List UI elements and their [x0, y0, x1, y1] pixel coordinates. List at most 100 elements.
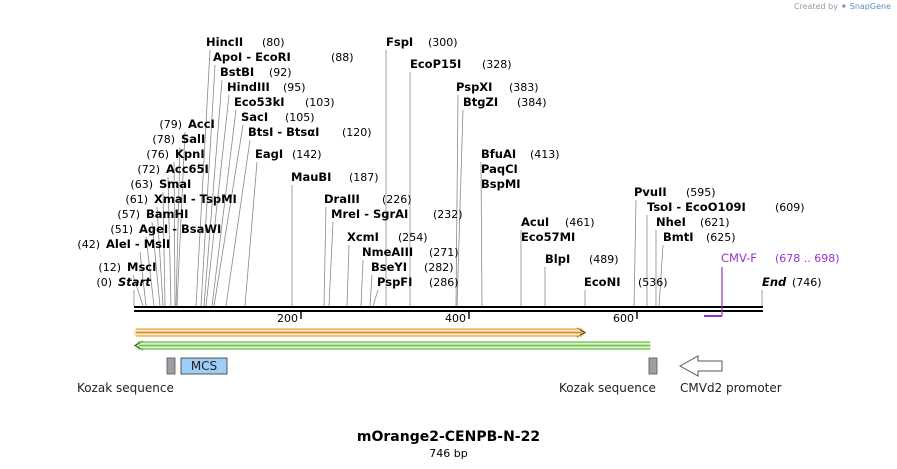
enzyme-sali[interactable]: SalI(78)	[152, 132, 205, 146]
enzyme-tsoi[interactable]: TsoI - EcoO109I(609)	[647, 200, 805, 214]
enzyme-hincii[interactable]: HincII (80)	[206, 35, 285, 49]
enzyme-blpi[interactable]: BlpI (489)	[545, 252, 619, 266]
enzyme-acci[interactable]: AccI(79)	[159, 117, 214, 131]
enzyme-position: (80)	[262, 36, 285, 49]
enzyme-msci[interactable]: MscI(12)	[98, 260, 156, 274]
leader-line	[633, 199, 637, 307]
enzyme-name: AgeI - BsaWI	[139, 222, 221, 236]
enzyme-position: (88)	[331, 51, 354, 64]
enzyme-position: (489)	[589, 253, 619, 266]
enzyme-start[interactable]: Start(0)	[96, 275, 151, 289]
enzyme-btsi[interactable]: BtsI - BtsαI (120)	[248, 125, 372, 139]
enzyme-bamhi[interactable]: BamHI (57)	[117, 207, 188, 221]
credit-brand: SnapGene	[849, 2, 891, 11]
orf-reverse-arrow[interactable]	[133, 340, 651, 351]
enzyme-pspfi[interactable]: PspFI(286)	[377, 275, 459, 289]
orf-forward-arrow[interactable]	[134, 327, 587, 338]
enzyme-kpni[interactable]: KpnI(76)	[146, 147, 204, 161]
kozak-label-2: Kozak sequence	[559, 381, 656, 395]
enzyme-bfuai[interactable]: BfuAI(413)	[481, 147, 560, 161]
enzyme-name: BtsI - BtsαI	[248, 125, 319, 139]
leader-line	[323, 206, 327, 307]
enzyme-position: (595)	[686, 186, 716, 199]
leader-line	[200, 64, 216, 307]
enzyme-name: AleI - MslI	[106, 237, 170, 251]
enzyme-end[interactable]: End (746)	[762, 275, 822, 289]
enzyme-position: (384)	[517, 96, 547, 109]
enzyme-eco57mi[interactable]: Eco57MI	[521, 230, 575, 244]
leader-line	[205, 94, 230, 307]
enzyme-hindiii[interactable]: HindIII(95)	[227, 80, 306, 94]
enzyme-paqci[interactable]: PaqCI	[481, 162, 518, 176]
enzyme-saci[interactable]: SacI(105)	[241, 110, 315, 124]
feature-kozak-2[interactable]	[648, 357, 658, 375]
enzyme-name: BmtI	[663, 230, 694, 244]
enzyme-position: (271)	[429, 246, 459, 259]
enzyme-position: (609)	[775, 201, 805, 214]
enzyme-bstbi[interactable]: BstBI(92)	[220, 65, 292, 79]
leader-line	[328, 221, 334, 307]
enzyme-name: HincII	[206, 35, 243, 49]
enzyme-agei[interactable]: AgeI - BsaWI(51)	[110, 222, 221, 236]
leader-line	[203, 79, 223, 307]
leader-line	[369, 274, 373, 307]
cmvd2-promoter-label: CMVd2 promoter	[680, 381, 782, 395]
enzyme-pspxi[interactable]: PspXI(383)	[456, 80, 539, 94]
enzyme-bspmi[interactable]: BspMI	[481, 177, 521, 191]
leader-line	[156, 206, 164, 307]
enzyme-econi[interactable]: EcoNI(536)	[584, 275, 668, 289]
leader-line	[456, 109, 464, 307]
enzyme-alei[interactable]: AleI - MslI(42)	[77, 237, 170, 251]
enzyme-name: MauBI	[291, 170, 331, 184]
enzyme-name: End	[762, 275, 787, 289]
primer-cmv-f[interactable]: CMV-F (678 .. 698)	[704, 251, 840, 317]
enzyme-position: (746)	[792, 276, 822, 289]
feature-cmvd2-promoter[interactable]	[678, 355, 723, 377]
enzyme-xcmi[interactable]: XcmI(254)	[347, 230, 428, 244]
enzyme-draiii[interactable]: DraIII(226)	[324, 192, 412, 206]
enzyme-name: XmaI - TspMI	[154, 192, 237, 206]
enzyme-name: AccI	[188, 117, 215, 131]
enzyme-name: HindIII	[227, 80, 270, 94]
enzyme-eco53ki[interactable]: Eco53kI(103)	[234, 95, 335, 109]
snapgene-logo-icon: ✦	[840, 2, 848, 11]
enzyme-smai[interactable]: SmaI(63)	[130, 177, 191, 191]
feature-mcs[interactable]: MCS	[180, 357, 228, 375]
enzyme-name: EagI	[255, 147, 283, 161]
enzyme-name: NmeAIII	[362, 245, 413, 259]
enzyme-ecop15i[interactable]: EcoP15I(328)	[410, 57, 512, 71]
enzyme-position: (625)	[706, 231, 736, 244]
enzyme-apoi[interactable]: ApoI - EcoRI(88)	[213, 50, 354, 64]
enzyme-name: SacI	[241, 110, 268, 124]
enzyme-position: (57)	[117, 208, 140, 221]
enzyme-position: (120)	[342, 126, 372, 139]
enzyme-btgzi[interactable]: BtgZI(384)	[463, 95, 547, 109]
enzyme-position: (92)	[269, 66, 292, 79]
enzyme-acui[interactable]: AcuI(461)	[521, 215, 595, 229]
enzyme-maubi[interactable]: MauBI(187)	[291, 170, 379, 184]
feature-kozak-1[interactable]	[166, 357, 176, 375]
enzyme-name: BamHI	[146, 207, 188, 221]
enzyme-pvuii[interactable]: PvuII(595)	[634, 185, 716, 199]
leader-line	[244, 161, 258, 307]
enzyme-nhei[interactable]: NheI(621)	[656, 215, 730, 229]
enzyme-nmeaiii[interactable]: NmeAIII (271)	[362, 245, 459, 259]
enzyme-position: (413)	[530, 148, 560, 161]
enzyme-mrei[interactable]: MreI - SgrAI(232)	[331, 207, 463, 221]
enzyme-acc65i[interactable]: Acc65I(72)	[137, 162, 208, 176]
enzyme-name: BlpI	[545, 252, 570, 266]
enzyme-name: BseYI	[371, 260, 407, 274]
map-title: mOrange2-CENPB-N-22	[356, 429, 541, 445]
enzyme-fspi[interactable]: FspI(300)	[386, 35, 458, 49]
leader-line	[175, 146, 181, 307]
enzyme-name: SmaI	[159, 177, 191, 191]
enzyme-bmti[interactable]: BmtI (625)	[663, 230, 736, 244]
enzyme-position: (78)	[152, 133, 175, 146]
leader-line	[658, 244, 664, 307]
enzyme-xmai[interactable]: XmaI - TspMI (61)	[125, 192, 236, 206]
enzyme-name: MreI - SgrAI	[331, 207, 408, 221]
enzyme-position: (61)	[125, 193, 148, 206]
enzyme-name: Start	[118, 275, 151, 289]
enzyme-bseyi[interactable]: BseYI(282)	[371, 260, 454, 274]
enzyme-eagi[interactable]: EagI(142)	[255, 147, 322, 161]
